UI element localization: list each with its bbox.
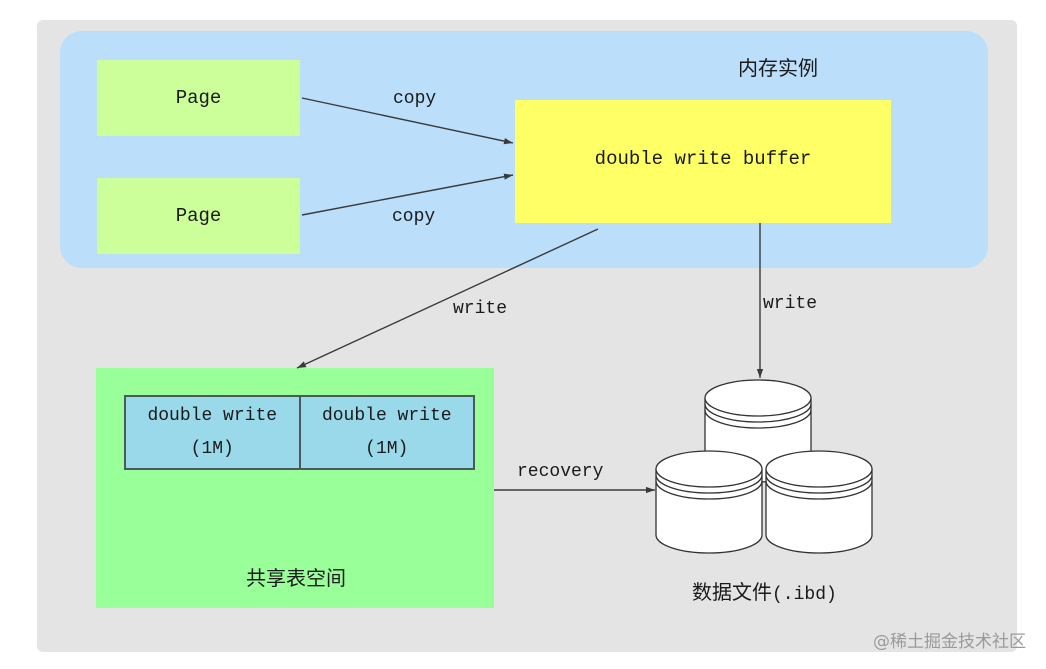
page-box-1: Page — [97, 60, 300, 136]
edge-write-shared — [296, 228, 599, 369]
edge-label-copy-1: copy — [393, 89, 436, 109]
edge-label-copy-2: copy — [392, 207, 435, 227]
segment-label: double write — [147, 405, 278, 426]
edge-label-recovery: recovery — [517, 462, 604, 482]
segment-size: (1M) — [190, 438, 234, 459]
watermark-text: @稀土掘金技术社区 — [873, 632, 1026, 652]
shared-tablespace-title: 共享表空间 — [246, 566, 346, 590]
memory-instance-title: 内存实例 — [738, 56, 818, 80]
data-files-title-cn: 数据文件 — [692, 580, 772, 604]
double-write-segment-1: double write (1M) — [126, 397, 299, 468]
segment-label: double write — [321, 405, 452, 426]
page-box-2: Page — [97, 178, 300, 254]
page-label: Page — [175, 205, 222, 227]
double-write-segment-2: double write (1M) — [298, 397, 474, 468]
database-cylinder-right — [765, 450, 873, 554]
edge-label-write-shared: write — [453, 299, 507, 319]
segment-size: (1M) — [365, 438, 409, 459]
data-files-icon — [655, 379, 873, 554]
edge-copy-2 — [301, 173, 514, 216]
page-label: Page — [175, 87, 222, 109]
edge-label-write-datafiles: write — [763, 294, 817, 314]
data-files-title-ext: (.ibd) — [772, 585, 837, 605]
database-cylinder-left — [655, 450, 763, 554]
edge-copy-1 — [301, 97, 514, 145]
buffer-label: double write buffer — [594, 147, 812, 170]
double-write-buffer-box: double write buffer — [515, 100, 891, 223]
data-files-title: 数据文件(.ibd) — [692, 576, 837, 605]
double-write-segments: double write (1M) double write (1M) — [124, 395, 475, 470]
